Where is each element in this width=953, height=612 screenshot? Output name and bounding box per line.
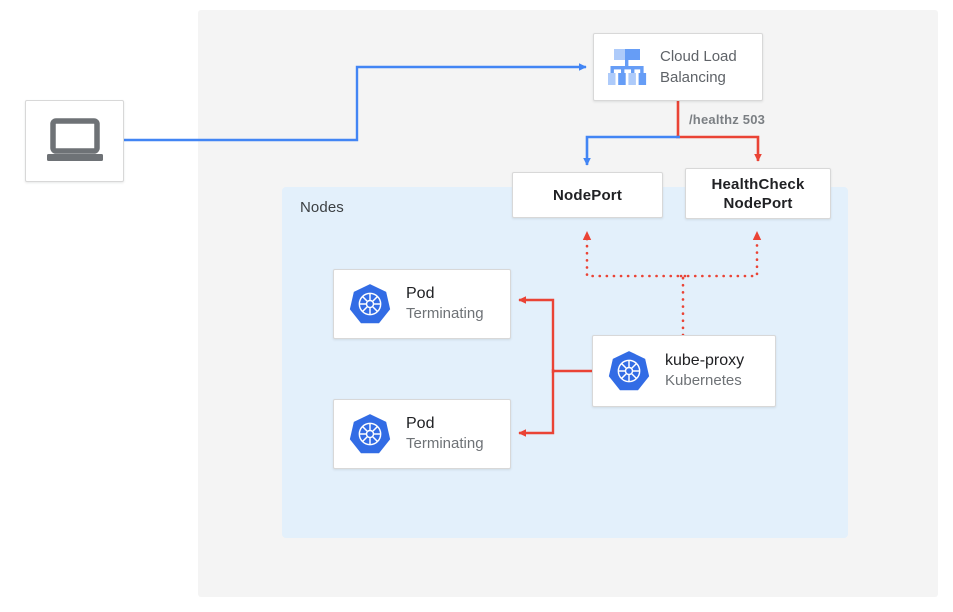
laptop-icon	[46, 118, 103, 161]
pod-terminating-2-subtitle: Terminating	[406, 435, 484, 452]
healthcheck-nodeport-line1: HealthCheck	[711, 175, 805, 193]
nodes-region-label: Nodes	[300, 199, 344, 216]
pod-terminating-1-node: Pod Terminating	[333, 269, 511, 339]
pod-terminating-1-subtitle: Terminating	[406, 305, 484, 322]
kube-proxy-subtitle: Kubernetes	[665, 372, 742, 389]
kubernetes-icon	[608, 351, 650, 391]
kube-proxy-node: kube-proxy Kubernetes	[592, 335, 776, 407]
kube-proxy-title: kube-proxy	[665, 352, 745, 369]
pod-terminating-2-node: Pod Terminating	[333, 399, 511, 469]
pod-terminating-1-label: Pod Terminating	[406, 284, 484, 324]
pod-terminating-2-label: Pod Terminating	[406, 414, 484, 454]
kubernetes-icon	[349, 414, 391, 454]
cloud-load-balancing-title-line2: Balancing	[660, 69, 726, 86]
nodeport-node: NodePort	[512, 172, 663, 218]
cloud-load-balancing-icon	[608, 49, 647, 85]
healthcheck-nodeport-line2: NodePort	[723, 194, 793, 212]
healthcheck-nodeport-label: HealthCheck NodePort	[711, 175, 804, 213]
cloud-load-balancing-label: Cloud Load Balancing	[660, 46, 737, 88]
healthcheck-nodeport-node: HealthCheck NodePort	[685, 168, 831, 219]
cloud-load-balancing-node: Cloud Load Balancing	[593, 33, 763, 101]
kubernetes-icon	[349, 284, 391, 324]
kube-proxy-label: kube-proxy Kubernetes	[665, 351, 744, 391]
client-device-node	[25, 100, 124, 182]
pod-terminating-2-title: Pod	[406, 415, 435, 432]
cloud-load-balancing-title-line1: Cloud Load	[660, 48, 737, 65]
nodeport-label: NodePort	[552, 186, 623, 204]
pod-terminating-1-title: Pod	[406, 285, 435, 302]
healthz-edge-label: /healthz 503	[689, 112, 766, 127]
